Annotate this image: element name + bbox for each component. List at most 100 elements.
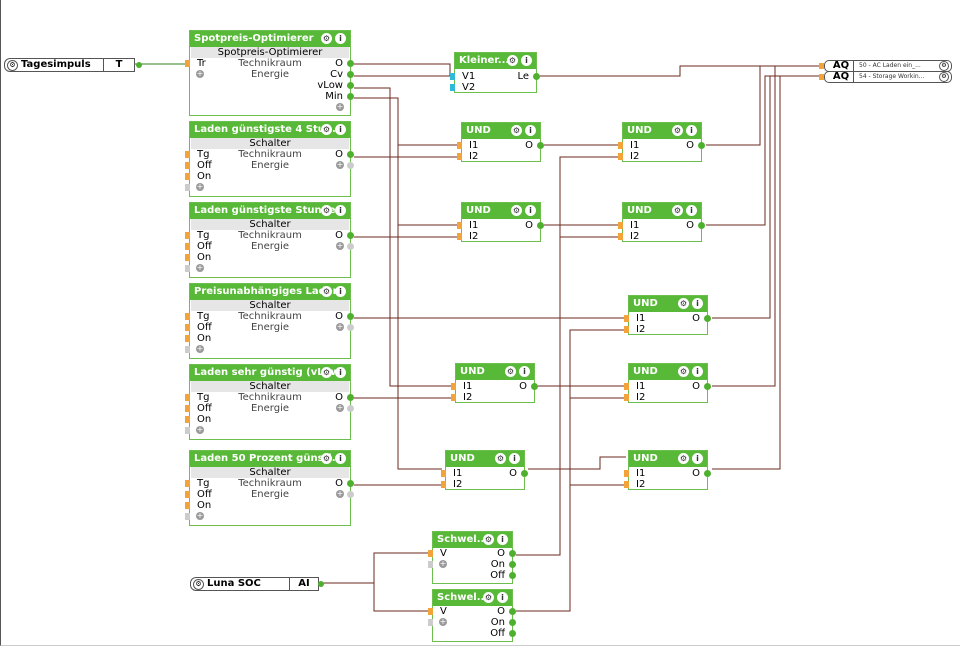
gear-icon[interactable]: ⚙	[511, 205, 522, 216]
output-pin[interactable]	[136, 62, 142, 68]
info-icon[interactable]: i	[521, 55, 532, 66]
switch-block-5[interactable]: Laden 50 Prozent günsti...⚙i Schalter Tg…	[185, 450, 354, 526]
input-pin[interactable]	[450, 73, 455, 80]
input-pin[interactable]	[185, 162, 190, 169]
info-icon[interactable]: i	[335, 205, 346, 216]
input-pin[interactable]	[185, 324, 190, 331]
spotpreis-optimierer-block[interactable]: Spotpreis-Optimierer⚙i Spotpreis-Optimie…	[185, 30, 354, 116]
block-header[interactable]: UND⚙i	[446, 451, 524, 467]
input-pin[interactable]	[185, 173, 190, 180]
input-pin[interactable]	[185, 405, 190, 412]
gear-icon[interactable]: ⚙	[939, 61, 949, 71]
add-input-icon[interactable]: +	[196, 344, 204, 353]
output-pin[interactable]	[509, 608, 516, 615]
input-pin[interactable]	[624, 481, 629, 488]
output-pin[interactable]	[347, 491, 354, 498]
block-header[interactable]: Schwel...⚙i	[433, 532, 512, 548]
output-pin[interactable]	[537, 142, 544, 149]
input-pin[interactable]	[618, 222, 623, 229]
gear-icon[interactable]: ⚙	[321, 33, 332, 44]
gear-icon[interactable]: ⚙	[672, 125, 683, 136]
add-output-icon[interactable]: +	[336, 403, 344, 412]
output-pin[interactable]	[509, 630, 516, 637]
block-header[interactable]: UND⚙i	[629, 451, 707, 467]
input-pin[interactable]	[185, 232, 190, 239]
input-pin[interactable]	[450, 84, 455, 91]
info-icon[interactable]: i	[692, 453, 703, 464]
gear-icon[interactable]: ⚙	[672, 205, 683, 216]
info-icon[interactable]: i	[335, 33, 346, 44]
output-pin[interactable]	[347, 71, 354, 78]
input-pin[interactable]	[819, 74, 824, 80]
tagesimpuls-input[interactable]: ⚙ Tagesimpuls T	[4, 58, 142, 72]
add-input-icon[interactable]: +	[196, 511, 204, 520]
add-input-icon[interactable]: +	[196, 69, 204, 78]
output-pin[interactable]	[698, 222, 705, 229]
add-input-icon[interactable]: +	[439, 617, 447, 626]
output-pin[interactable]	[531, 383, 538, 390]
output-pin[interactable]	[704, 383, 711, 390]
output-pin[interactable]	[347, 313, 354, 320]
output-pin[interactable]	[347, 405, 354, 412]
gear-icon[interactable]: ⚙	[321, 286, 332, 297]
gear-icon[interactable]: ⚙	[505, 366, 516, 377]
gear-icon[interactable]: ⚙	[193, 579, 204, 590]
add-input-icon[interactable]: +	[196, 182, 204, 191]
block-header[interactable]: Kleiner...⚙i	[455, 53, 536, 69]
input-pin[interactable]	[618, 233, 623, 240]
output-pin[interactable]	[347, 480, 354, 487]
info-icon[interactable]: i	[686, 125, 697, 136]
gear-icon[interactable]: ⚙	[678, 453, 689, 464]
info-icon[interactable]: i	[497, 592, 508, 603]
output-pin[interactable]	[521, 470, 528, 477]
input-pin[interactable]	[457, 153, 462, 160]
output-pin[interactable]	[347, 82, 354, 89]
add-input-icon[interactable]: +	[196, 425, 204, 434]
output-pin[interactable]	[318, 581, 324, 587]
add-input-icon[interactable]: +	[439, 559, 447, 568]
input-pin[interactable]	[624, 383, 629, 390]
block-header[interactable]: UND⚙i	[623, 203, 701, 219]
input-pin[interactable]	[185, 480, 190, 487]
gear-icon[interactable]: ⚙	[483, 534, 494, 545]
info-icon[interactable]: i	[335, 367, 346, 378]
info-icon[interactable]: i	[335, 453, 346, 464]
input-pin[interactable]	[441, 470, 446, 477]
input-pin[interactable]	[428, 550, 433, 557]
gear-icon[interactable]: ⚙	[495, 453, 506, 464]
gear-icon[interactable]: ⚙	[507, 55, 518, 66]
input-pin[interactable]	[428, 561, 433, 568]
output-pin[interactable]	[509, 619, 516, 626]
info-icon[interactable]: i	[519, 366, 530, 377]
input-pin[interactable]	[185, 394, 190, 401]
input-pin[interactable]	[624, 315, 629, 322]
block-header[interactable]: Laden sehr günstig (vLow)⚙i	[190, 365, 350, 381]
block-header[interactable]: Schwel...⚙i	[433, 590, 512, 606]
input-pin[interactable]	[185, 491, 190, 498]
input-pin[interactable]	[457, 233, 462, 240]
gear-icon[interactable]: ⚙	[939, 72, 949, 82]
output-pin[interactable]	[509, 572, 516, 579]
gear-icon[interactable]: ⚙	[321, 205, 332, 216]
output-pin[interactable]	[533, 73, 540, 80]
block-header[interactable]: UND⚙i	[462, 203, 540, 219]
gear-icon[interactable]: ⚙	[321, 367, 332, 378]
output-pin[interactable]	[537, 222, 544, 229]
input-pin[interactable]	[185, 265, 190, 272]
output-pin[interactable]	[347, 151, 354, 158]
output-pin[interactable]	[347, 232, 354, 239]
output-pin[interactable]	[347, 162, 354, 169]
info-icon[interactable]: i	[692, 298, 703, 309]
output-pin[interactable]	[509, 550, 516, 557]
output-pin[interactable]	[347, 324, 354, 331]
input-pin[interactable]	[185, 151, 190, 158]
